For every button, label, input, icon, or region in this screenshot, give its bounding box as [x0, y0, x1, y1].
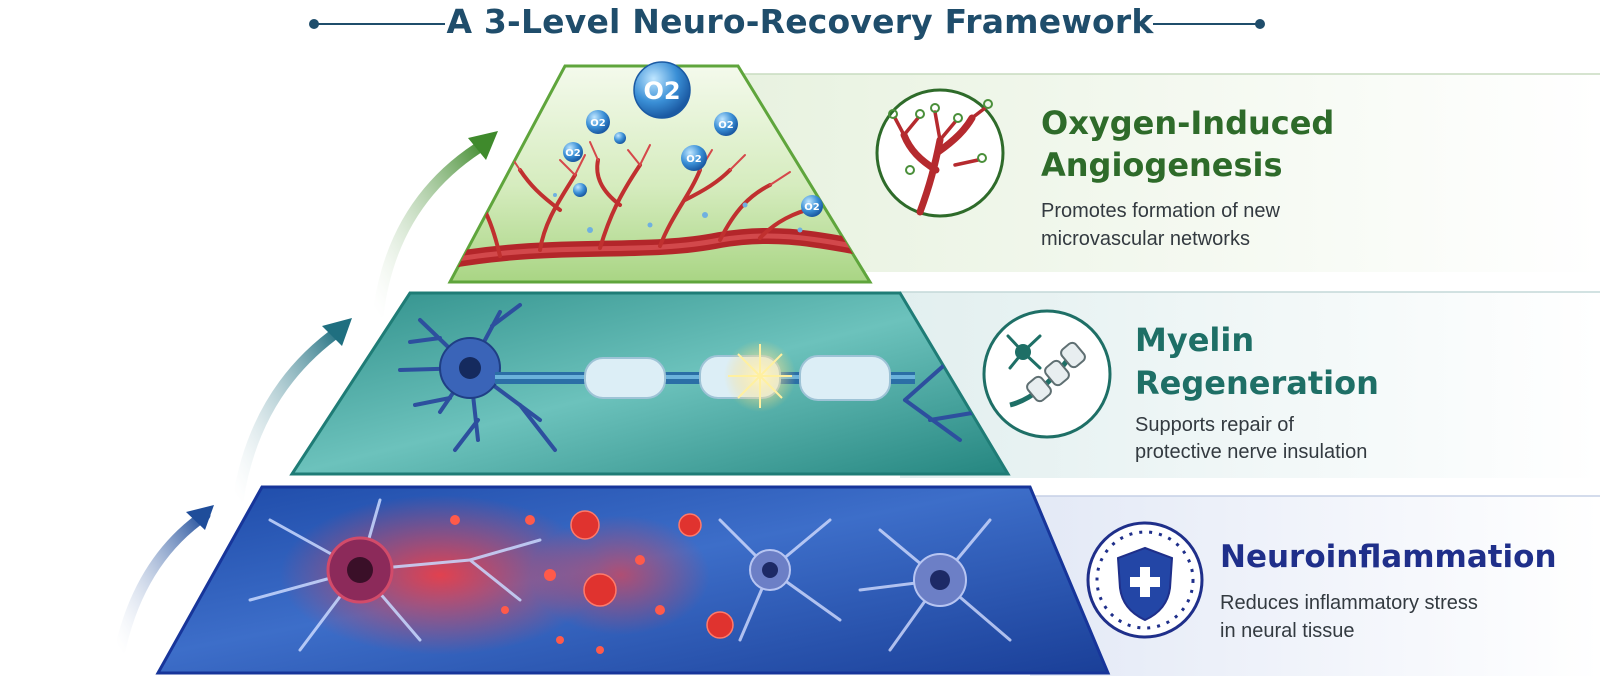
o2-label: O2	[804, 202, 820, 213]
level-description-line2: microvascular networks	[1041, 228, 1250, 250]
level-title-line1: Neuroinflammation	[1220, 539, 1557, 575]
level-title-line2: Angiogenesis	[1041, 146, 1283, 184]
title-rule-right	[1153, 19, 1265, 29]
o2-label: O2	[718, 120, 734, 131]
pyramid-level-angiogenesis: O2 O2 O2 O2 O2 O2	[447, 61, 873, 284]
pyramid-level-myelin	[289, 291, 1011, 476]
growth-arrow-high	[372, 137, 492, 321]
level-description-line1: Reduces inflammatory stress	[1220, 592, 1478, 614]
o2-label: O2	[590, 118, 606, 129]
o2-label-large: O2	[643, 77, 680, 105]
blood-vessel-icon	[875, 88, 1005, 218]
level-description-line2: in neural tissue	[1220, 620, 1355, 642]
o2-label: O2	[686, 154, 702, 165]
level-description-line1: Supports repair of	[1135, 414, 1294, 436]
o2-bubble-large	[633, 61, 691, 119]
o2-bubbles-small	[563, 110, 823, 217]
level-title-line1: Myelin	[1135, 321, 1255, 359]
level-description-line1: Promotes formation of new	[1041, 200, 1280, 222]
level-description-line2: protective nerve insulation	[1135, 441, 1368, 463]
o2-label: O2	[565, 148, 581, 159]
level-title-line2: Regeneration	[1135, 364, 1379, 402]
framework-subtitle: A 3-Level Neuro-Recovery Framework	[446, 2, 1154, 41]
title-rule-left	[309, 19, 445, 29]
myelinated-axon-icon	[982, 309, 1112, 439]
pyramid-level-neuroinflammation	[155, 485, 1111, 675]
shield-cross-icon	[1086, 521, 1204, 639]
growth-arrow-low	[114, 509, 211, 656]
growth-arrow-mid	[232, 324, 346, 506]
level-title-line1: Oxygen-Induced	[1041, 104, 1335, 142]
